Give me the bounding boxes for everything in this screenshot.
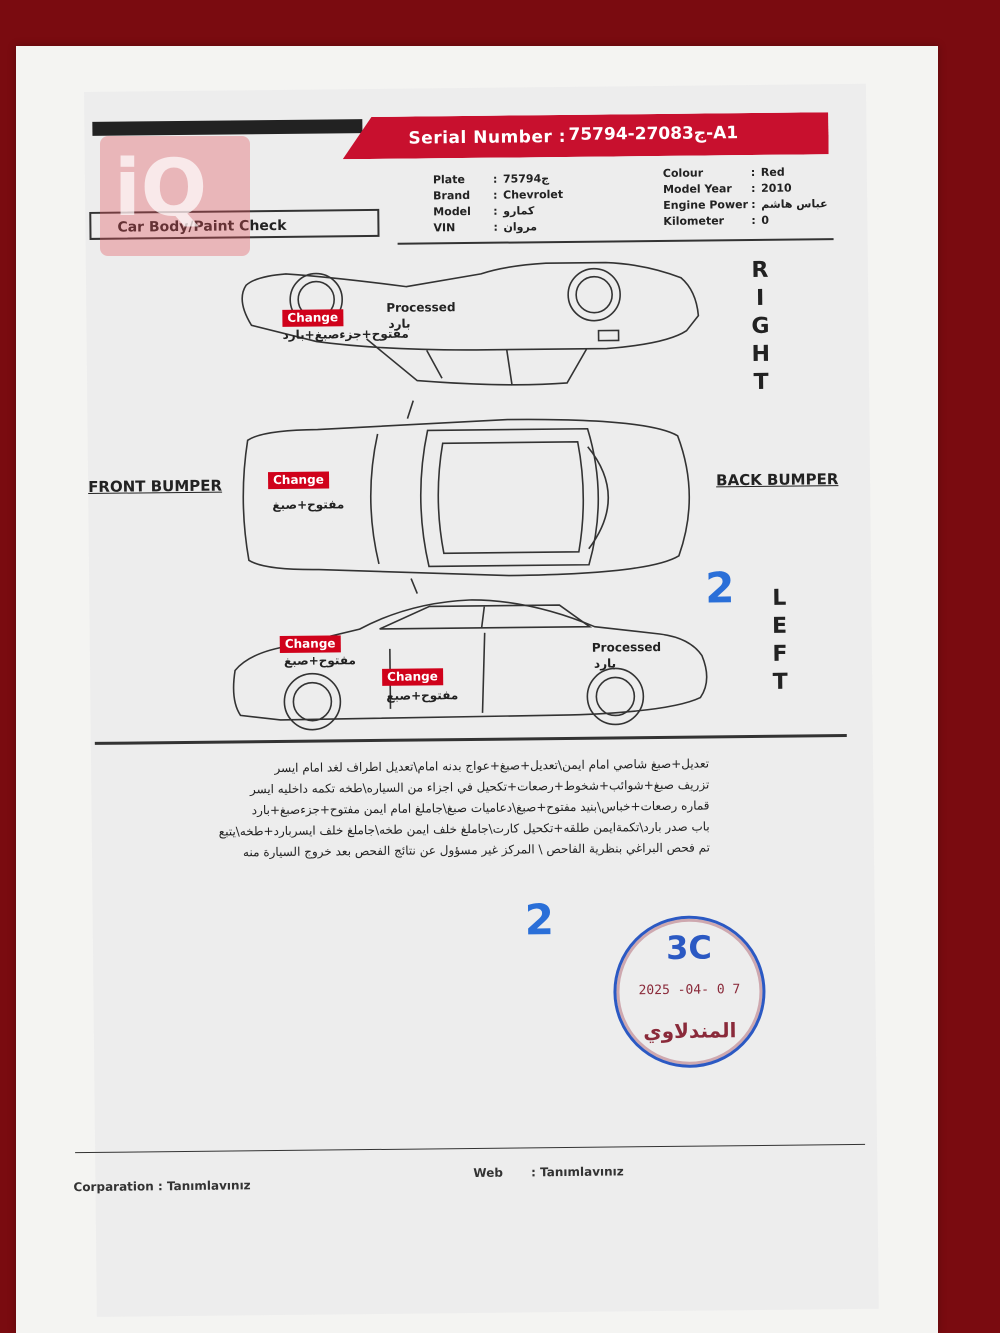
inspection-sheet: Serial Number : ج27083-75794-A1 Car Body…: [73, 83, 879, 1317]
change-note: مفتوح+صبغ: [283, 653, 356, 668]
processed-note: بارد: [593, 656, 617, 671]
stamp-date: 2025 -04- 0 7: [638, 982, 741, 999]
footer-label: Web: [473, 1165, 503, 1180]
change-note: مفتوح+صبغ: [272, 497, 345, 513]
change-tag: Change: [382, 668, 443, 686]
change-tag: Change: [279, 635, 341, 653]
car-top-view: [242, 400, 691, 594]
change-tag: Change: [267, 471, 329, 490]
processed-note: بارد: [388, 316, 411, 331]
change-note: مفتوح+صبغ: [386, 688, 459, 703]
change-tag: Change: [282, 309, 344, 327]
letter: T: [753, 369, 769, 396]
letter: E: [771, 613, 788, 639]
footer-web: Web : Tanımlavınız: [473, 1164, 624, 1180]
letter: T: [772, 669, 788, 695]
letter: I: [755, 285, 765, 311]
handwritten-mark: 2: [704, 563, 735, 613]
stamp-name: المندلاوي: [643, 1018, 737, 1044]
letter: R: [751, 257, 769, 284]
inspection-stamp: 3C 2025 -04- 0 7 المندلاوي: [612, 914, 767, 1069]
stamp-code: 3C: [665, 928, 713, 967]
footer-value: Tanımlavınız: [539, 1164, 624, 1180]
processed-label: Processed: [591, 639, 662, 655]
right-side-letters: R I G H T: [750, 257, 771, 397]
inspection-notes: تعديل+صبغ شاصي امام ايمن\تعديل+صبغ+عواج …: [109, 753, 710, 864]
letter: H: [751, 341, 771, 368]
back-bumper-label: BACK BUMPER: [716, 470, 839, 490]
footer-corporation: Corparation : Tanımlavınız: [73, 1178, 251, 1195]
footer-label: Corparation: [73, 1179, 154, 1195]
front-bumper-label: FRONT BUMPER: [88, 476, 223, 496]
footer-value: Tanımlavınız: [166, 1178, 251, 1194]
footer-rule: [75, 1143, 866, 1154]
letter: L: [772, 585, 787, 611]
letter: F: [772, 641, 788, 667]
processed-label: Processed: [386, 300, 456, 315]
iq-watermark-logo: iQ: [100, 136, 250, 256]
car-left-view: [232, 599, 708, 731]
letter: G: [751, 313, 770, 340]
left-side-letters: L E F T: [769, 585, 790, 697]
handwritten-mark: 2: [524, 895, 555, 945]
car-right-view: [241, 261, 700, 386]
car-diagram: [232, 261, 708, 731]
